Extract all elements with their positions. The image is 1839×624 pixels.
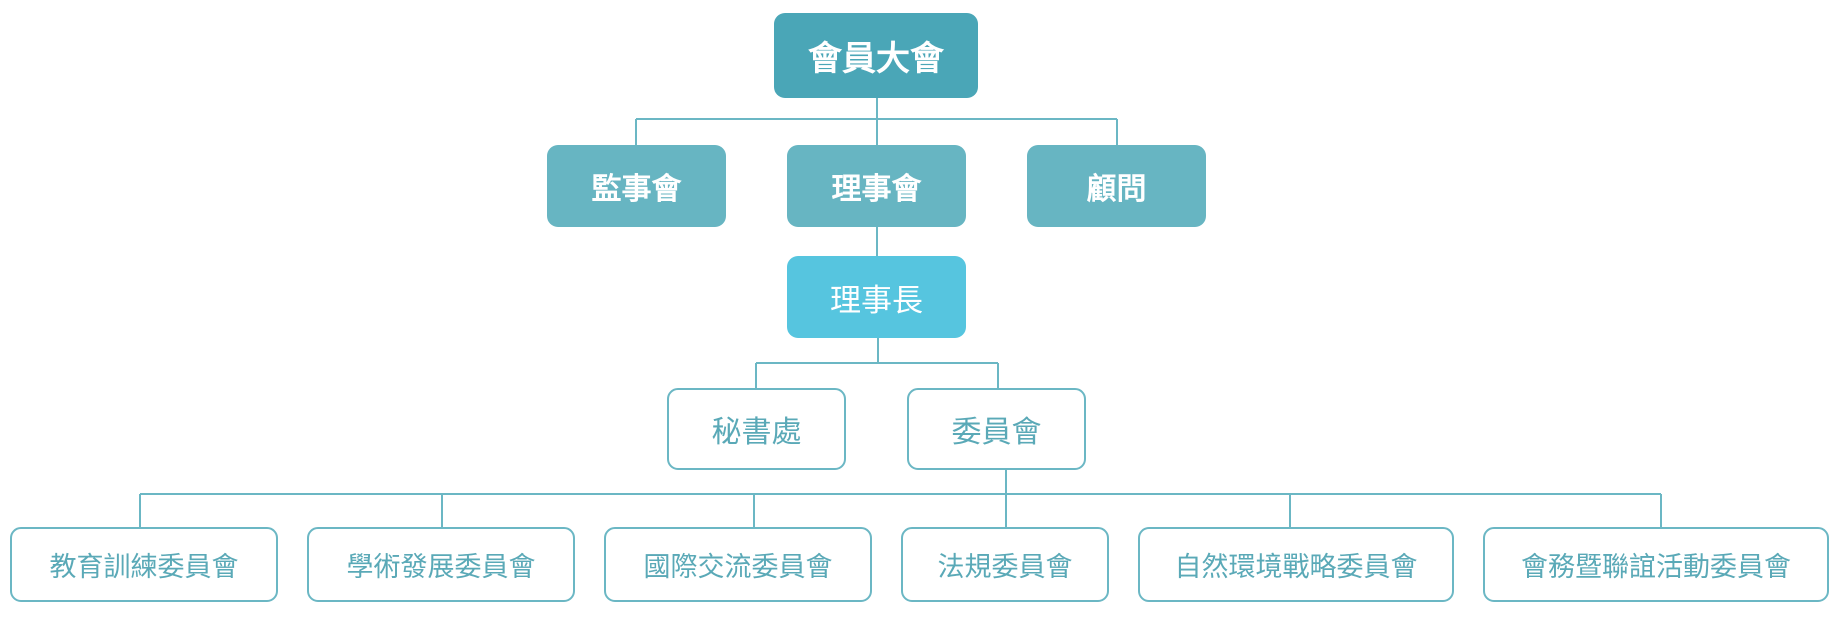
node-label: 教育訓練委員會 [49,552,239,583]
node-board-of-supervisors: 監事會 [547,145,726,227]
node-label: 委員會 [951,415,1042,450]
node-label: 自然環境戰略委員會 [1174,552,1418,583]
node-label: 學術發展委員會 [346,552,536,583]
node-chairman: 理事長 [787,256,966,338]
node-international-exchange-committee: 國際交流委員會 [604,527,872,602]
node-affairs-fellowship-activities-committee: 會務暨聯誼活動委員會 [1483,527,1829,602]
node-label: 理事長 [830,282,923,319]
node-label: 理事會 [831,172,922,207]
node-regulations-committee: 法規委員會 [901,527,1109,602]
node-academic-development-committee: 學術發展委員會 [307,527,575,602]
node-label: 會務暨聯誼活動委員會 [1521,552,1791,583]
node-education-training-committee: 教育訓練委員會 [10,527,278,602]
node-label: 顧問 [1086,172,1147,207]
node-label: 監事會 [591,172,682,207]
node-label: 秘書處 [711,415,802,450]
node-natural-environment-strategy-committee: 自然環境戰略委員會 [1138,527,1454,602]
node-advisors: 顧問 [1027,145,1206,227]
node-label: 法規委員會 [937,552,1073,583]
node-committee: 委員會 [907,388,1086,470]
node-label: 會員大會 [808,39,944,79]
node-general-assembly: 會員大會 [774,13,978,98]
node-label: 國際交流委員會 [643,552,833,583]
node-secretariat: 秘書處 [667,388,846,470]
node-board-of-directors: 理事會 [787,145,966,227]
